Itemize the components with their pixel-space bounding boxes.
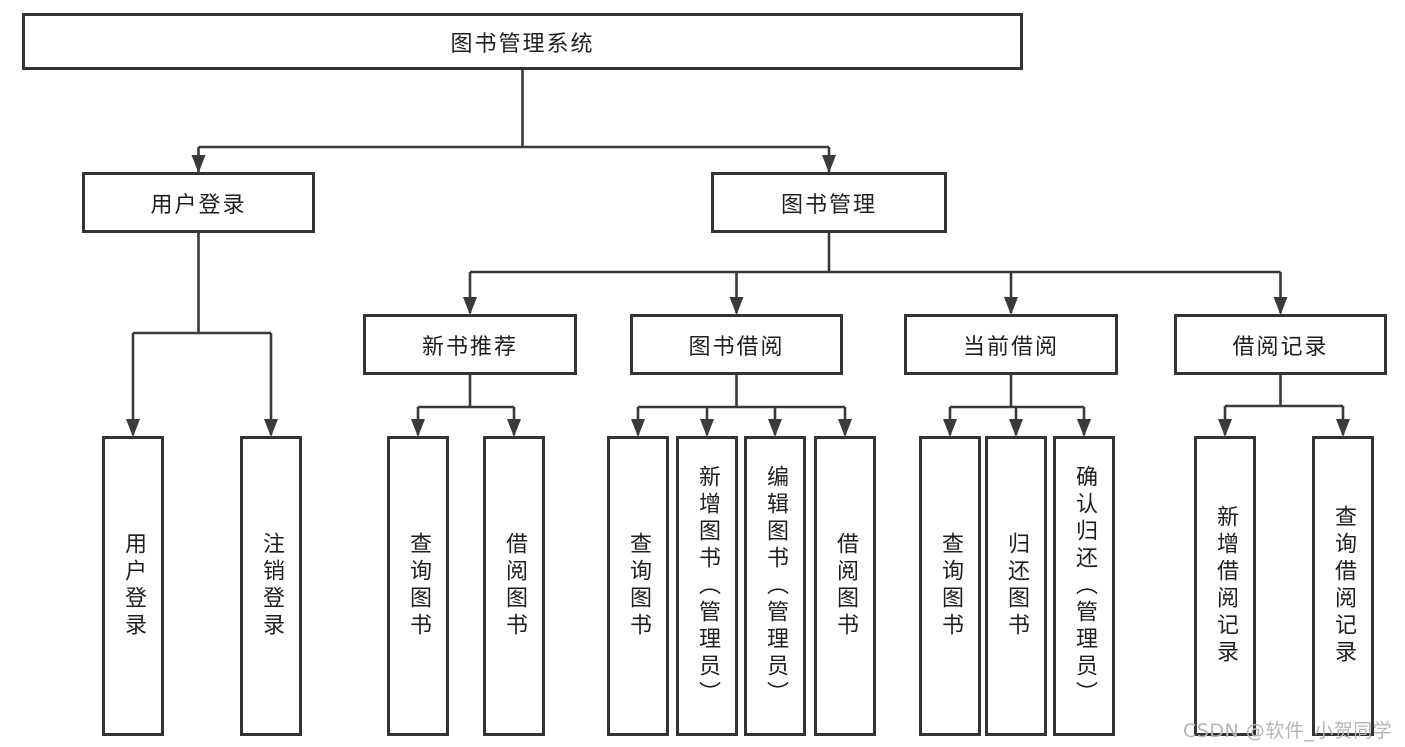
node-book-management: 图书管理 [711,172,947,233]
leaf-borrow-edit-books-admin: 编辑图书（管理员） [744,436,806,736]
arrow-down-icon [1218,419,1232,437]
connector-userlogin-to-leaves [131,233,273,435]
arrow-down-icon [1077,419,1091,437]
arrow-down-icon [838,419,852,437]
node-current-borrowing: 当前借阅 [904,314,1118,375]
connector-newrec-to-leaves [416,375,516,435]
arrow-down-icon [768,419,782,437]
leaf-logout: 注销登录 [240,436,302,736]
leaf-records-add-record: 新增借阅记录 [1194,436,1256,736]
leaf-label: 借阅图书 [833,532,858,640]
arrow-down-icon [1004,297,1018,315]
leaf-records-query-record: 查询借阅记录 [1312,436,1374,736]
connector-root-to-level2 [197,70,831,172]
leaf-current-return-books: 归还图书 [985,436,1047,736]
leaf-newrec-borrow-books: 借阅图书 [483,436,545,736]
leaf-label: 归还图书 [1004,532,1029,640]
arrow-down-icon [411,419,425,437]
leaf-borrow-borrow-books: 借阅图书 [814,436,876,736]
node-new-book-recommend: 新书推荐 [363,314,577,375]
leaf-label: 查询借阅记录 [1331,505,1356,667]
arrow-down-icon [1009,419,1023,437]
leaf-label: 编辑图书（管理员） [763,464,788,708]
leaf-borrow-query-books: 查询图书 [607,436,669,736]
arrow-down-icon [1336,419,1350,437]
node-user-login: 用户登录 [82,172,315,233]
leaf-label: 注销登录 [259,532,284,640]
arrow-down-icon [264,419,278,437]
arrow-down-icon [191,155,206,173]
leaf-current-query-books: 查询图书 [919,436,981,736]
connector-borrow-to-leaves [636,375,847,435]
arrow-down-icon [729,297,744,315]
leaf-label: 用户登录 [121,532,146,640]
arrow-down-icon [631,419,645,437]
leaf-newrec-query-books: 查询图书 [387,436,449,736]
arrow-down-icon [463,297,477,315]
leaf-label: 确认归还（管理员） [1072,464,1097,708]
arrowhead-icons [126,155,1350,437]
leaf-label: 查询图书 [938,532,963,640]
arrow-down-icon [1273,297,1288,315]
arrow-down-icon [507,419,521,437]
arrow-down-icon [700,419,714,437]
arrow-down-icon [943,419,957,437]
leaf-label: 查询图书 [626,532,651,640]
leaf-label: 借阅图书 [502,532,527,640]
arrow-down-icon [822,155,836,173]
leaf-label: 新增图书（管理员） [695,464,720,708]
leaf-label: 查询图书 [406,532,431,640]
node-book-borrowing: 图书借阅 [630,314,843,375]
node-root: 图书管理系统 [22,13,1023,70]
leaf-user-login: 用户登录 [102,436,164,736]
leaf-label: 新增借阅记录 [1213,505,1238,667]
node-borrow-records: 借阅记录 [1174,314,1387,375]
connector-records-to-leaves [1223,375,1345,435]
connector-bookmgmt-to-level3 [468,233,1282,313]
leaf-current-confirm-return-admin: 确认归还（管理员） [1053,436,1115,736]
arrow-down-icon [126,419,140,437]
leaf-borrow-add-books-admin: 新增图书（管理员） [676,436,738,736]
csdn-watermark: CSDN @软件_小贺同学 [1183,720,1393,742]
